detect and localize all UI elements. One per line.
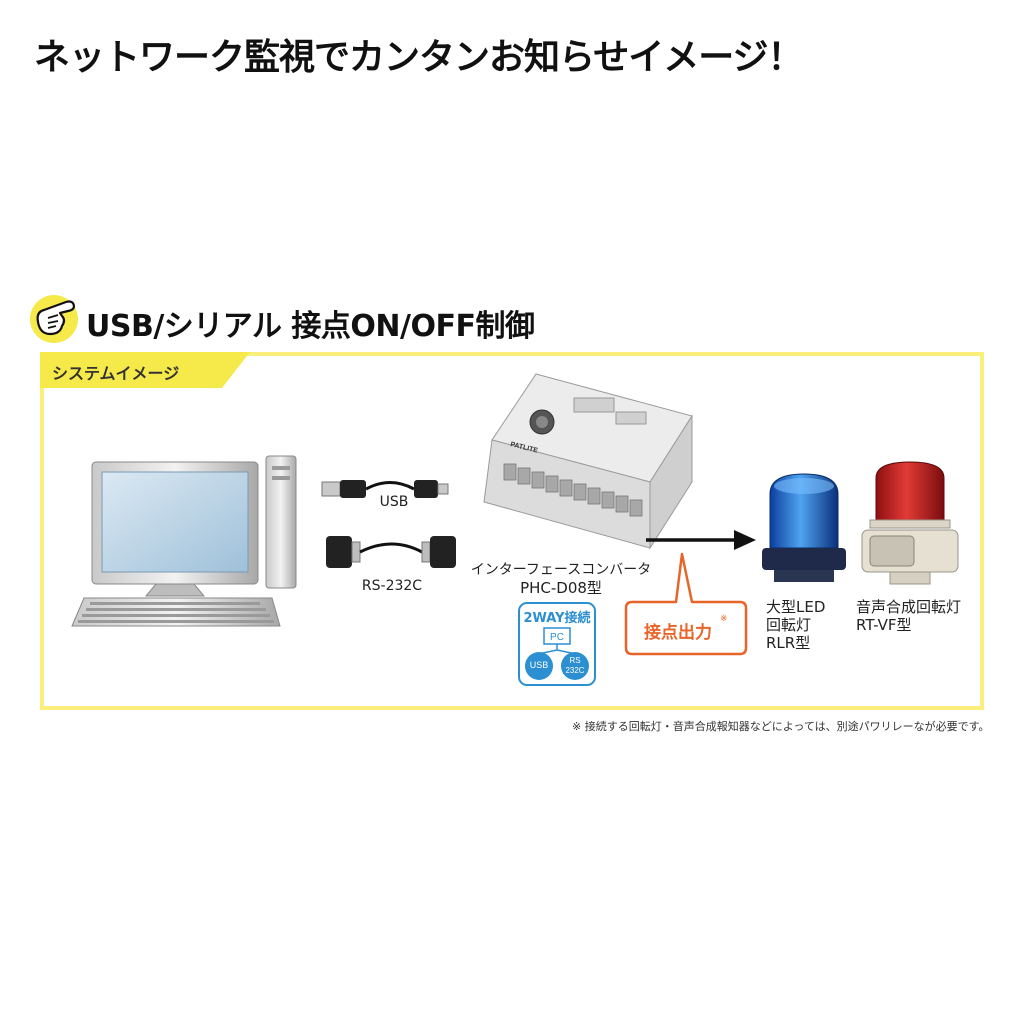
red-voice-rotating-lamp (861, 461, 959, 585)
pointing-hand-icon (30, 295, 78, 343)
led-lamp-label: 大型LED 回転灯 RLR型 (766, 598, 846, 652)
twoway-rs-line2: 232C (565, 666, 584, 675)
converter-label-line1: インターフェースコンバータ (470, 562, 652, 578)
section-title: USB/シリアル 接点ON/OFF制御 (86, 309, 535, 344)
pc-illustration (71, 455, 297, 627)
led-lamp-label-line3: RLR型 (766, 634, 811, 652)
contact-output-callout (624, 552, 748, 656)
usb-cable-icon (321, 480, 449, 498)
footnote: ※ 接続する回転灯・音声合成報知器などによっては、別途パワリレーなが必要です。 (572, 720, 990, 733)
twoway-pc-text: PC (550, 632, 564, 643)
contact-output-label: 接点出力 (644, 623, 712, 643)
voice-lamp-label-line2: RT-VF型 (856, 616, 912, 634)
voice-lamp-label-line1: 音声合成回転灯 (856, 598, 962, 616)
contact-output-note-mark: ※ (720, 614, 728, 624)
rs232c-cable-icon (326, 536, 456, 568)
rs232c-label: RS-232C (361, 578, 423, 594)
twoway-title: 2WAY接続 (523, 610, 590, 626)
interface-converter-device: PATLITE (483, 373, 693, 550)
voice-lamp-label: 音声合成回転灯 RT-VF型 (856, 598, 966, 634)
tab-label-background (40, 352, 250, 388)
usb-label: USB (379, 494, 409, 510)
twoway-usb-text: USB (530, 660, 549, 670)
led-lamp-label-line2: 回転灯 (766, 616, 812, 634)
blue-led-rotating-lamp (762, 473, 846, 582)
tab-label-text: システムイメージ (52, 364, 180, 383)
diagram-frame (40, 352, 984, 710)
led-lamp-label-line1: 大型LED (766, 598, 826, 616)
twoway-connection-badge: 2WAY接続 PC USB RS 232C (518, 602, 596, 686)
page-title: ネットワーク監視でカンタンお知らせイメージ！ (34, 37, 804, 78)
output-arrow-icon (646, 530, 756, 550)
twoway-rs-line1: RS (569, 656, 580, 665)
converter-label-line2: PHC-D08型 (520, 579, 602, 597)
